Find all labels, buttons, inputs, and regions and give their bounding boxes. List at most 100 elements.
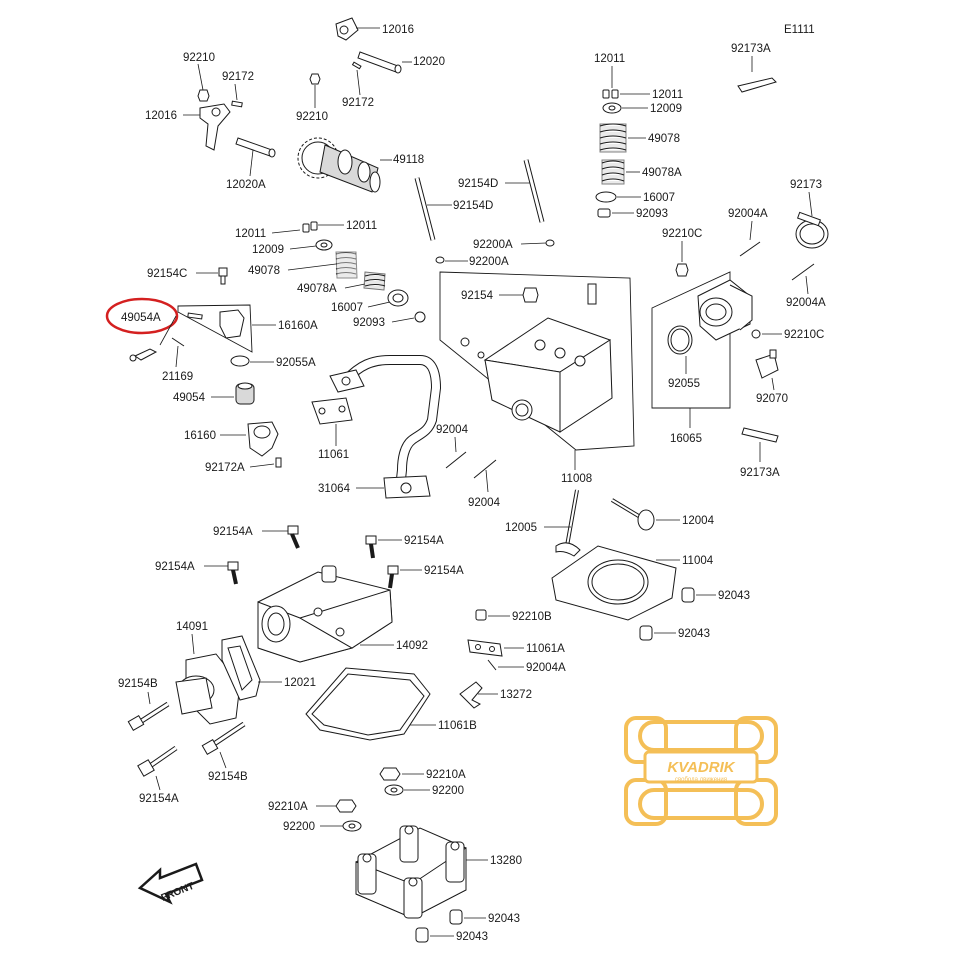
bolt-92154a-d: [387, 565, 422, 589]
pin-92004-b: [473, 459, 497, 493]
label-92200-b: 92200: [283, 821, 315, 833]
label-12009-b: 12009: [650, 103, 682, 115]
label-92200a-b: 92200A: [469, 256, 509, 268]
bolt-92154a-b: [365, 535, 402, 559]
label-16160: 16160: [184, 430, 216, 442]
pin-92004-a: [445, 436, 467, 469]
sensor-92070: [755, 349, 779, 391]
label-16007-b: 16007: [643, 192, 675, 204]
label-92210a-b: 92210A: [268, 801, 308, 813]
label-92172-b: 92172: [222, 71, 254, 83]
label-16007-a: 16007: [331, 302, 363, 314]
label-92172a: 92172A: [205, 462, 245, 474]
valve-spring-outer-b: [599, 123, 646, 153]
label-21169: 21169: [162, 371, 193, 383]
label-16160a: 16160A: [278, 320, 318, 332]
bolt-92154a-c: [204, 561, 239, 585]
hose-clamp-92173: [795, 191, 829, 249]
stud-bolt-92154d-right: [505, 159, 545, 223]
label-12005: 12005: [505, 522, 537, 534]
label-92043-d: 92043: [456, 931, 488, 943]
tag-92173a-b: [741, 427, 779, 462]
gasket-11061a: [467, 639, 524, 657]
rocker-shaft-12020: [357, 51, 412, 74]
label-92004a-c: 92004A: [526, 662, 566, 674]
seal-92093-b: [597, 208, 634, 218]
bracket-13272: [459, 681, 498, 709]
rocker-arm-top: [335, 17, 380, 41]
label-92154a-b: 92154A: [404, 535, 444, 547]
pin-21169: [171, 337, 185, 368]
label-92043-b: 92043: [678, 628, 710, 640]
kvadrik-watermark-logo: KVADRIK свобода движения: [624, 716, 778, 826]
label-92154b-a: 92154B: [118, 678, 158, 690]
label-92070: 92070: [756, 393, 788, 405]
label-12011-c: 12011: [594, 53, 625, 65]
spring-retainer-12009-b: [602, 102, 648, 114]
pin-92004a-c: [487, 659, 524, 671]
label-92154b-b: 92154B: [208, 771, 248, 783]
label-92043-a: 92043: [718, 590, 750, 602]
label-92004a-b: 92004A: [786, 297, 826, 309]
gasket-12021: [221, 635, 282, 701]
label-92173: 92173: [790, 179, 822, 191]
label-13280: 13280: [490, 855, 522, 867]
label-92043-c: 92043: [488, 913, 520, 925]
label-92154a-a: 92154A: [213, 526, 253, 538]
label-92210-a: 92210: [183, 52, 215, 64]
label-92173a-a: 92173A: [731, 43, 771, 55]
oil-seal-16007-b: [595, 191, 641, 203]
label-49118: 49118: [393, 154, 424, 166]
rocker-shaft-12020a: [235, 137, 276, 177]
label-49078-b: 49078: [648, 133, 680, 145]
label-49078-a: 49078: [248, 265, 280, 277]
sensor-49054a: [129, 315, 177, 362]
washer-92200a-b: [435, 256, 468, 264]
oil-seal-16007-a: [367, 289, 409, 308]
bolt-92154a-e: [137, 745, 178, 791]
nut-92210c-a: [675, 241, 689, 277]
label-92004-b: 92004: [468, 497, 501, 509]
o-ring-92055a: [230, 355, 274, 367]
pin-92172-a: [351, 61, 362, 96]
housing-16160: [220, 421, 279, 457]
label-92172-a: 92172: [342, 97, 374, 109]
label-92093-b: 92093: [636, 208, 668, 220]
valve-12004: [610, 498, 680, 531]
label-16065: 16065: [670, 433, 702, 445]
label-12020: 12020: [413, 56, 445, 68]
box-16065: [651, 271, 753, 428]
pin-92172-b: [231, 83, 243, 108]
pin-92172a: [249, 457, 282, 468]
watermark-tagline: свобода движения: [675, 777, 727, 783]
label-12016-left: 12016: [145, 110, 177, 122]
label-92093-a: 92093: [353, 317, 385, 329]
label-92154c: 92154C: [147, 268, 187, 280]
valve-cotter-12011-a: [302, 221, 344, 233]
diagram-code: E1111: [784, 24, 815, 36]
washer-92200a-a: [520, 239, 555, 247]
label-11061b: 11061B: [438, 720, 477, 732]
valve-spring-outer-a: [287, 251, 358, 279]
label-13272: 13272: [500, 689, 532, 701]
box-16160a: [177, 304, 276, 353]
label-92210c-a: 92210C: [662, 228, 702, 240]
gasket-11061: [311, 397, 353, 446]
spring-retainer-12009-a: [289, 239, 333, 251]
cover-14091: [175, 633, 241, 725]
label-49078a-a: 49078A: [297, 283, 337, 295]
label-92055: 92055: [668, 378, 700, 390]
bolt-92154b-a: [127, 691, 170, 732]
label-11061: 11061: [318, 449, 349, 461]
valve-12005: [544, 489, 581, 557]
nut-92210c-b: [751, 329, 782, 339]
label-31064: 31064: [318, 483, 351, 495]
nut-92210a-b: [316, 799, 357, 813]
nut-92210a-a: [379, 767, 424, 781]
label-12021: 12021: [284, 677, 316, 689]
dowel-92043-b: [639, 625, 676, 641]
rocker-arm-left: [183, 103, 231, 151]
box-11008: [439, 271, 635, 470]
dowel-92043-a: [681, 587, 716, 603]
